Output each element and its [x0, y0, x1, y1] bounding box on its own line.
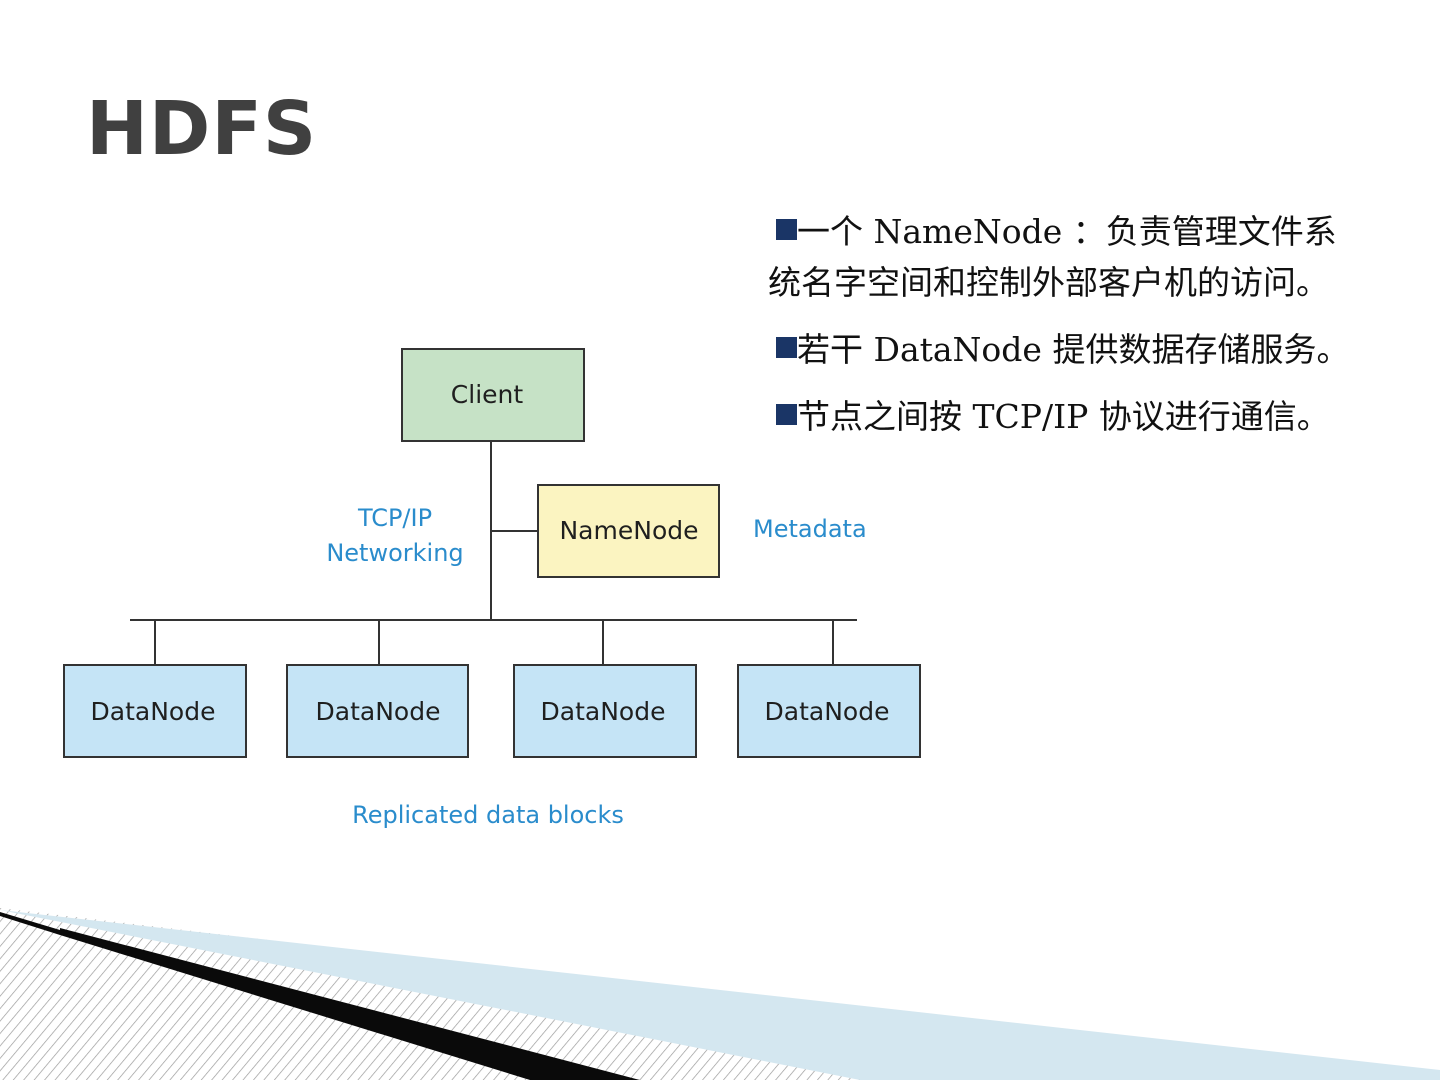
networking-label: Networking: [326, 539, 463, 567]
bullet-item: 若干 DataNode 提供数据存储服务。: [768, 324, 1368, 375]
bullet-list: 一个 NameNode ：负责管理文件系统名字空间和控制外部客户机的访问。 若干…: [768, 206, 1368, 458]
replicated-data-blocks-label: Replicated data blocks: [352, 801, 624, 829]
bullet-item: 节点之间按 TCP/IP 协议进行通信。: [768, 391, 1368, 442]
client-label: Client: [451, 380, 524, 409]
filled-square-bullet-icon: [776, 337, 797, 358]
datanode-box: [286, 664, 469, 758]
datanode-label: DataNode: [765, 697, 890, 726]
datanode-label: DataNode: [91, 697, 216, 726]
datanode-box: [63, 664, 247, 758]
client-box: [401, 348, 585, 442]
datanode-label: DataNode: [541, 697, 666, 726]
namenode-label: NameNode: [559, 516, 698, 545]
namenode-box: [537, 484, 720, 578]
filled-square-bullet-icon: [776, 219, 797, 240]
bullet-item: 一个 NameNode ：负责管理文件系统名字空间和控制外部客户机的访问。: [768, 206, 1368, 308]
filled-square-bullet-icon: [776, 404, 797, 425]
datanode-box: [513, 664, 697, 758]
datanode-box: [737, 664, 921, 758]
bullet-text: 一个 NameNode ：负责管理文件系统名字空间和控制外部客户机的访问。: [768, 212, 1337, 302]
datanode-label: DataNode: [316, 697, 441, 726]
bullet-text: 节点之间按 TCP/IP 协议进行通信。: [797, 397, 1330, 436]
bullet-text: 若干 DataNode 提供数据存储服务。: [797, 330, 1350, 369]
page-title: HDFS: [86, 86, 318, 172]
tcpip-label: TCP/IP: [357, 504, 432, 532]
metadata-label: Metadata: [753, 515, 867, 543]
